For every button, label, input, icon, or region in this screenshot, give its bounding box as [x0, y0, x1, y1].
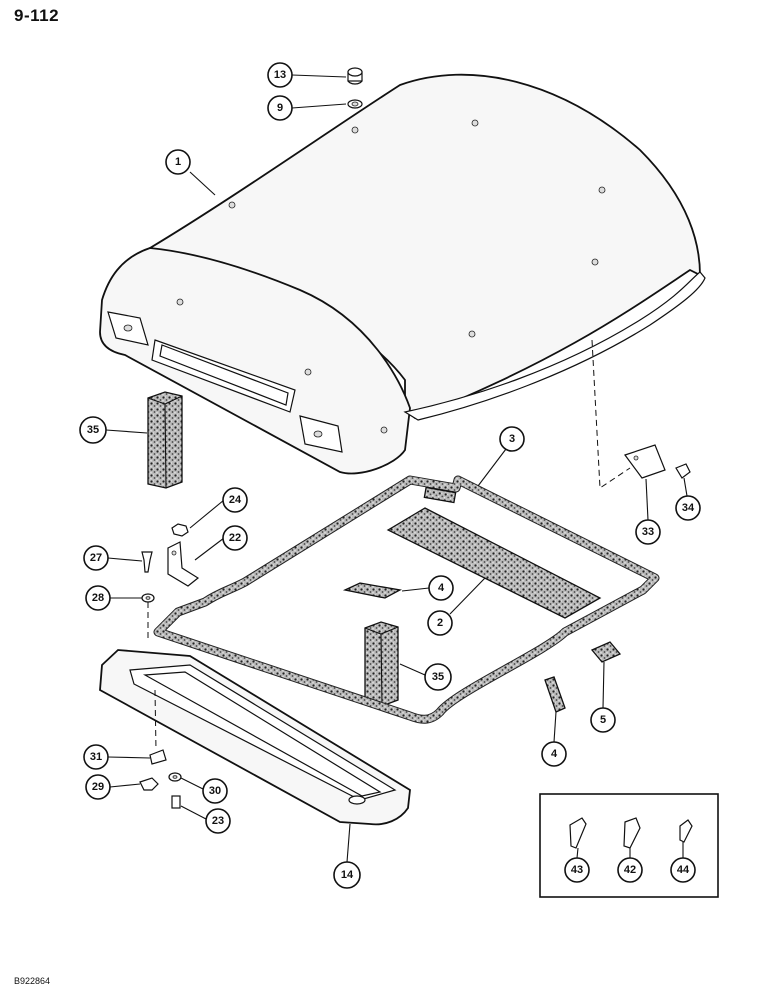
svg-text:31: 31	[90, 751, 102, 763]
roof-panel	[99, 73, 706, 475]
callout-13: 13	[267, 62, 293, 88]
svg-text:44: 44	[677, 864, 690, 876]
front-tray-14	[99, 649, 411, 826]
foam-strip-2	[386, 507, 602, 619]
svg-text:29: 29	[92, 781, 104, 793]
callout-35-lower: 35	[424, 663, 452, 691]
callout-22: 22	[222, 525, 248, 551]
screw-23	[171, 795, 181, 809]
callout-14: 14	[333, 861, 361, 889]
svg-text:2: 2	[437, 617, 443, 629]
bracket-22	[167, 541, 200, 587]
seal-frame-3	[153, 475, 660, 724]
washer-9	[347, 99, 363, 109]
foam-block-35-upper	[147, 391, 183, 489]
foam-piece-4-lower	[544, 676, 566, 713]
callout-35-upper: 35	[79, 416, 107, 444]
svg-text:4: 4	[438, 582, 445, 594]
callout-33: 33	[635, 519, 661, 545]
svg-text:9: 9	[277, 102, 283, 114]
nut-24	[171, 523, 189, 537]
svg-text:34: 34	[682, 502, 695, 514]
callout-2: 2	[427, 610, 453, 636]
callout-44: 44	[670, 857, 696, 883]
callout-5: 5	[590, 707, 616, 733]
callout-42: 42	[617, 857, 643, 883]
svg-text:13: 13	[274, 69, 286, 81]
callout-9: 9	[267, 95, 293, 121]
svg-text:35: 35	[87, 424, 99, 436]
callout-27: 27	[83, 545, 109, 571]
callout-3: 3	[499, 426, 525, 452]
bolt-43	[569, 817, 587, 849]
callout-24: 24	[222, 487, 248, 513]
assembly-line-33	[591, 339, 631, 489]
page-number: 9-112	[14, 6, 60, 25]
foam-piece-5	[590, 641, 622, 663]
svg-text:3: 3	[509, 433, 515, 445]
svg-text:5: 5	[600, 714, 606, 726]
callout-43: 43	[564, 857, 590, 883]
callout-30: 30	[202, 778, 228, 804]
callout-29: 29	[85, 774, 111, 800]
svg-text:28: 28	[92, 592, 104, 604]
svg-text:27: 27	[90, 552, 102, 564]
callout-31: 31	[83, 744, 109, 770]
washer-30	[168, 772, 182, 782]
nut-13	[347, 67, 363, 85]
svg-text:33: 33	[642, 526, 654, 538]
svg-text:35: 35	[432, 671, 444, 683]
svg-text:23: 23	[212, 815, 224, 827]
callout-1: 1	[165, 149, 191, 175]
svg-text:43: 43	[571, 864, 583, 876]
svg-text:1: 1	[175, 156, 181, 168]
assembly-line-lower-left	[154, 689, 157, 751]
bracket-33	[624, 444, 666, 479]
callout-23: 23	[205, 808, 231, 834]
svg-text:14: 14	[341, 869, 354, 881]
washer-28	[141, 593, 155, 603]
svg-text:30: 30	[209, 785, 221, 797]
callout-34: 34	[675, 495, 701, 521]
wing-nut-29	[139, 777, 159, 791]
drawing-code: B922864	[14, 976, 51, 986]
foam-piece-4-upper	[342, 582, 402, 599]
clip-42	[623, 817, 641, 849]
pin-44	[679, 819, 693, 843]
callout-4-upper: 4	[428, 575, 454, 601]
foam-block-35-lower	[364, 621, 399, 707]
svg-text:22: 22	[229, 532, 241, 544]
clip-31	[149, 749, 167, 765]
callout-28: 28	[85, 585, 111, 611]
svg-text:4: 4	[551, 748, 558, 760]
svg-text:42: 42	[624, 864, 636, 876]
svg-text:24: 24	[229, 494, 242, 506]
callout-4-lower: 4	[541, 741, 567, 767]
leader-lines	[105, 74, 688, 863]
bolt-27	[141, 551, 153, 573]
bolt-34	[675, 463, 691, 479]
